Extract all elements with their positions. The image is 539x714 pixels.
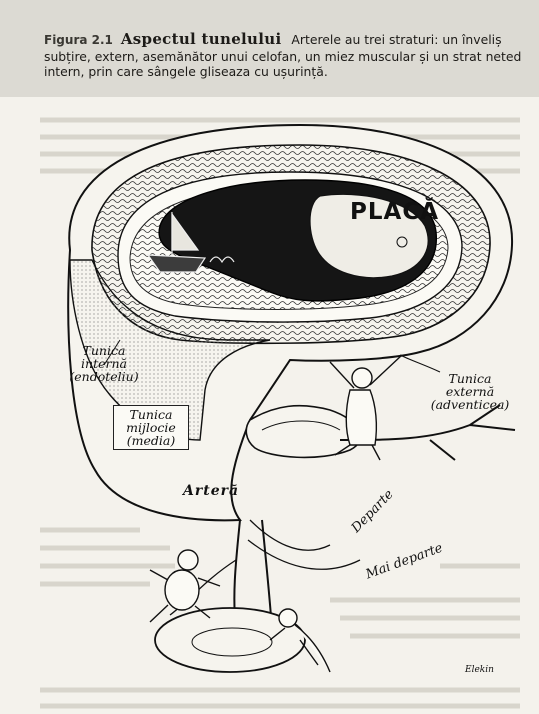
- label-tunica-mijlocie: Tunica mijlocie (media): [113, 405, 189, 450]
- caption-text: Arterele au trei straturi: un înveliș su…: [44, 32, 522, 79]
- caption-band: [0, 0, 539, 97]
- leader-lines: [103, 339, 441, 373]
- plaque-mass: [309, 193, 429, 279]
- artery-branch: [245, 404, 362, 459]
- figure-pushing-man-icon: [269, 608, 331, 673]
- artist-signature: Elekin: [465, 665, 494, 675]
- figure-title: Aspectul tunelului: [120, 30, 282, 48]
- figure-number: Figura 2.1: [44, 33, 113, 47]
- label-tunica-interna: Tunica internă (endoteliu): [69, 343, 139, 384]
- bottom-vessel-section: [154, 607, 306, 673]
- plaque-splash-icon: [396, 236, 408, 248]
- cross-section-panel: [69, 259, 271, 441]
- label-tunica-externa: Tunica externă (adventicea): [430, 371, 510, 412]
- label-artera: Arteră: [183, 483, 240, 499]
- figure-caption: Figura 2.1 Aspectul tunelului Arterele a…: [44, 30, 524, 80]
- figure-running-man-icon: [149, 549, 221, 623]
- label-placa: PLACĂ: [350, 199, 439, 225]
- figure-man-top-icon: [329, 354, 403, 461]
- boat-icon: [146, 212, 235, 273]
